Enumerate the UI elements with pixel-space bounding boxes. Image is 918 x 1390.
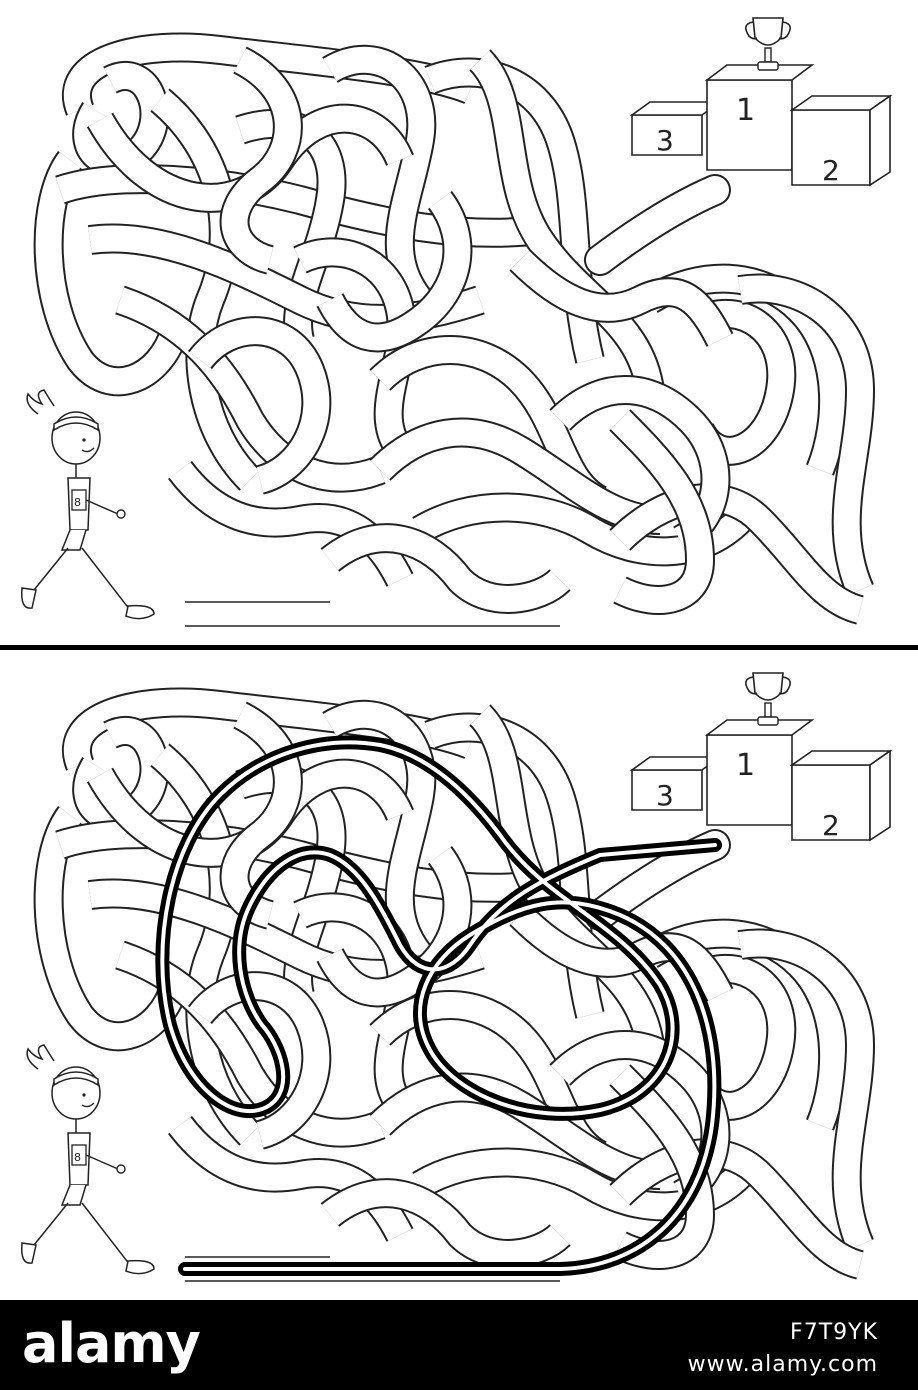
trophy-icon — [745, 672, 791, 726]
maze-road — [370, 419, 661, 533]
maze-solution-canvas: 3 1 2 8 — [20, 672, 893, 1282]
maze-road — [321, 525, 570, 612]
maze-road — [115, 287, 385, 491]
maze-road — [510, 250, 732, 346]
maze-panel: 3 1 2 8 — [0, 0, 918, 645]
maze-solution-panel: 3 1 2 8 — [0, 655, 918, 1300]
solution-path — [155, 735, 722, 1276]
maze-road — [737, 275, 874, 596]
maze-road — [189, 318, 330, 493]
image-id: F7T9YK — [790, 1320, 878, 1345]
podium-place-1: 1 — [736, 93, 755, 128]
maze-road — [294, 239, 415, 458]
maze-road — [35, 807, 188, 1050]
runner-girl-icon: 8 — [20, 1044, 155, 1275]
runner-girl-icon: 8 — [20, 389, 155, 620]
site-url: www.alamy.com — [687, 1352, 878, 1377]
maze-road — [470, 705, 663, 1048]
start-road — [185, 601, 560, 627]
trophy-icon — [745, 17, 791, 71]
start-road — [185, 1256, 560, 1282]
maze-road — [151, 90, 260, 490]
maze-road — [323, 701, 435, 964]
maze-road — [35, 152, 188, 395]
podium-icon: 3 1 2 — [629, 719, 893, 842]
maze-road — [189, 973, 330, 1148]
maze-road — [321, 1180, 570, 1267]
maze-road — [610, 1140, 864, 1278]
maze-paths — [33, 32, 876, 625]
brand-logo: alamy — [22, 1312, 201, 1375]
maze-road — [550, 377, 729, 552]
maze-road — [294, 894, 415, 1113]
panel-divider — [0, 645, 918, 650]
maze-road — [470, 50, 663, 393]
maze-road — [610, 410, 714, 613]
watermark-bar: alamy F7T9YK www.alamy.com — [0, 1300, 918, 1390]
podium-place-1: 1 — [736, 748, 755, 783]
exit-road — [584, 174, 731, 276]
maze-road — [318, 192, 471, 351]
podium-place-3: 3 — [656, 124, 674, 157]
podium-place-3: 3 — [656, 779, 674, 812]
runner-bib-number: 8 — [74, 496, 81, 509]
podium-place-2: 2 — [822, 809, 840, 842]
maze-road — [318, 847, 471, 1006]
maze-road — [610, 485, 864, 623]
maze-canvas: 3 1 2 8 — [20, 17, 893, 627]
maze-road — [221, 48, 301, 273]
runner-bib-number: 8 — [74, 1151, 81, 1164]
podium-icon: 3 1 2 — [629, 64, 893, 187]
maze-road — [221, 703, 301, 928]
maze-road — [737, 930, 874, 1251]
maze-road — [323, 46, 435, 309]
maze-road — [610, 1065, 714, 1268]
podium-place-2: 2 — [822, 154, 840, 187]
